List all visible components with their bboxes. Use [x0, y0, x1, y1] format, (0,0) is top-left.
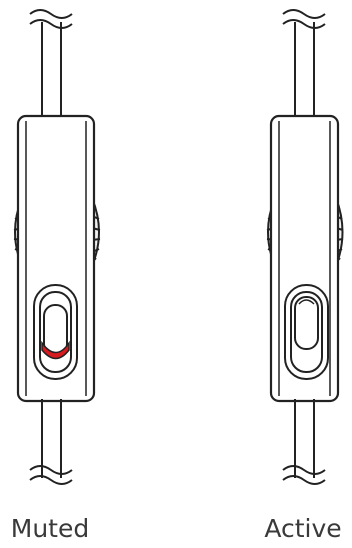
lower-cable — [41, 399, 62, 478]
switch-slider-highlight — [298, 299, 315, 305]
mute-switch — [284, 284, 329, 380]
lower-cable — [294, 399, 315, 478]
state-label-active: Active — [264, 514, 341, 543]
muted-indicator — [41, 340, 70, 360]
upper-cable — [294, 22, 315, 118]
mute-switch — [33, 284, 78, 380]
upper-cable — [41, 22, 62, 118]
switch-slider — [294, 296, 319, 350]
muted-remote-control: Muted — [11, 9, 101, 543]
cable-break-mark-bottom — [29, 465, 73, 485]
state-label-muted: Muted — [11, 514, 89, 543]
cable-break-mark-top — [282, 9, 326, 29]
active-remote-control: Active — [264, 9, 344, 543]
cable-break-mark-top — [29, 9, 73, 29]
cable-break-mark-bottom — [282, 465, 326, 485]
switch-slider — [43, 304, 68, 356]
